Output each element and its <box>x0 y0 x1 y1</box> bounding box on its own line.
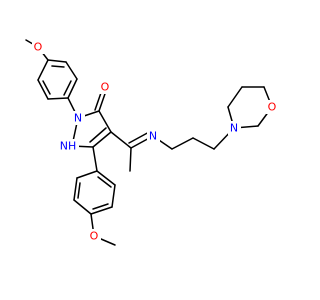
bond <box>90 206 113 215</box>
bond-inner <box>51 65 65 68</box>
molecule-canvas: O O N NH N N O <box>25 39 279 246</box>
bond <box>47 59 67 63</box>
atom-label: O <box>101 81 110 94</box>
atom-o-methoxy-top: O <box>32 40 45 54</box>
atom-label: O <box>90 230 99 243</box>
bond <box>98 110 112 133</box>
atom-nh-pyrazole: NH <box>59 139 79 153</box>
atom-o-morpholine: O <box>266 100 279 114</box>
atom-labels: O O N NH N N O <box>32 40 279 243</box>
atom-label: NH <box>60 140 77 153</box>
bond <box>171 137 194 150</box>
structure-diagram: O O N NH N N O <box>25 39 279 246</box>
bond <box>192 137 215 150</box>
atom-o-methoxy-bottom: O <box>88 229 101 243</box>
bond <box>73 199 92 215</box>
bond <box>76 170 98 179</box>
atom-label: N <box>149 130 157 143</box>
bond <box>92 131 112 148</box>
atom-label: N <box>230 122 238 135</box>
bond <box>92 146 98 172</box>
bond <box>110 131 132 149</box>
bond <box>129 147 132 172</box>
bond-inner <box>97 176 112 188</box>
bond <box>111 184 116 208</box>
bond <box>67 78 78 99</box>
bond-double <box>89 127 107 143</box>
bond <box>65 61 78 80</box>
bond-inner <box>77 182 81 199</box>
atom-o-carbonyl: O <box>98 80 111 94</box>
bond <box>96 170 116 186</box>
bond <box>37 79 49 100</box>
bond-inner <box>42 80 51 95</box>
atom-n-morpholine: N <box>228 121 241 135</box>
atom-label: N <box>74 112 82 125</box>
bond <box>37 59 49 81</box>
atom-label: O <box>268 101 277 114</box>
atom-n-imine: N <box>147 129 160 143</box>
atom-label: O <box>34 41 43 54</box>
bond-inner <box>63 80 72 96</box>
bond <box>227 86 243 108</box>
atom-n1-pyrazole: N <box>72 111 85 125</box>
bond-inner <box>92 203 109 210</box>
bond <box>73 177 78 201</box>
bond <box>47 97 69 100</box>
